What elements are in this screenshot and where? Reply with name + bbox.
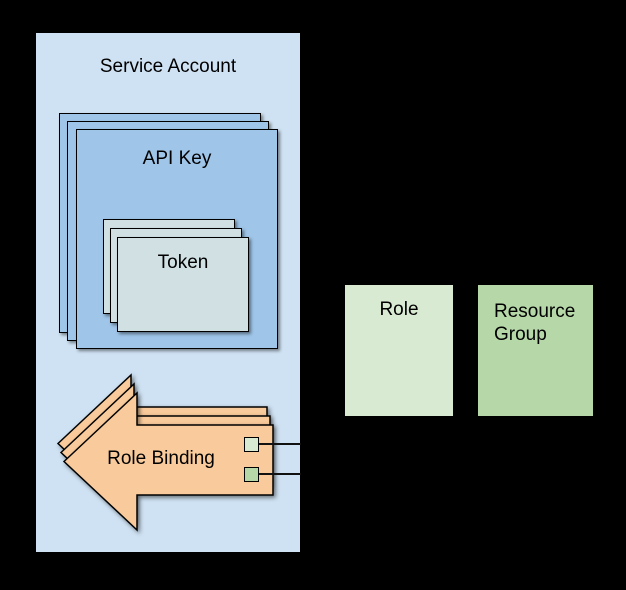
role-binding-arrow-front xyxy=(62,391,274,532)
resource-group-box xyxy=(478,285,593,416)
resource-group-label: Resource Group xyxy=(494,301,576,345)
resource-group-port-square xyxy=(244,467,259,482)
resource-group-connector-line xyxy=(259,473,301,475)
role-box xyxy=(345,285,453,416)
role-binding-label: Role Binding xyxy=(107,448,215,469)
role-connector-line xyxy=(259,443,301,445)
token-box xyxy=(117,237,249,332)
api-key-label: API Key xyxy=(142,148,212,169)
role-port-square xyxy=(244,437,259,452)
token-label: Token xyxy=(157,252,209,273)
role-binding-arrow-stack xyxy=(56,373,274,532)
service-account-label: Service Account xyxy=(99,56,237,77)
role-label: Role xyxy=(379,299,419,320)
